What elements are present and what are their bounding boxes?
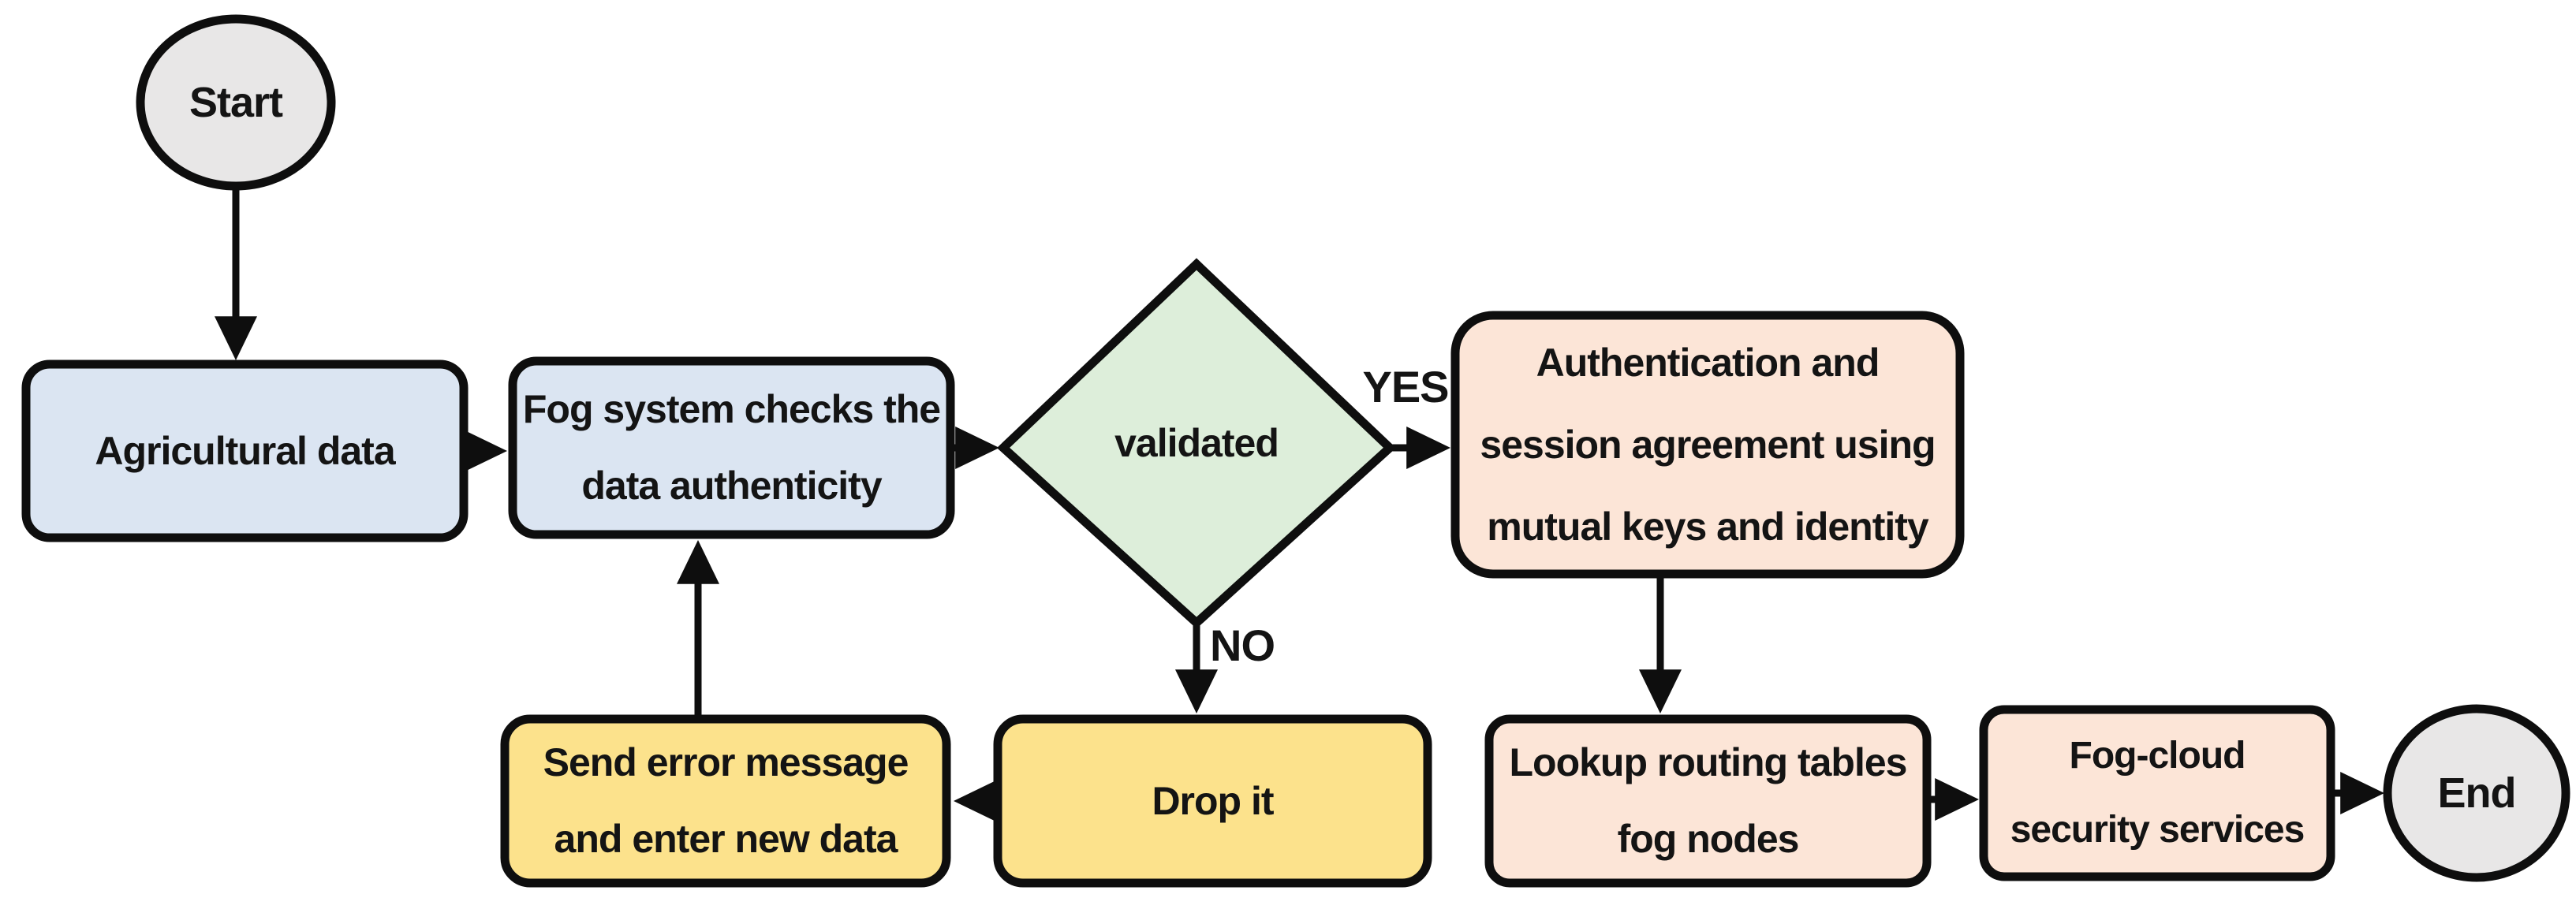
agricultural-data-node — [21, 360, 469, 542]
send-error-node — [500, 714, 951, 888]
drop-it-node — [993, 714, 1432, 888]
fog-cloud-node — [1979, 705, 2335, 881]
lookup-routing-node — [1484, 714, 1932, 888]
fog-system-node — [508, 356, 955, 539]
authentication-node — [1450, 311, 1965, 579]
end-node — [2383, 704, 2570, 882]
start-node — [136, 14, 336, 191]
validated-decision-node — [996, 258, 1397, 629]
